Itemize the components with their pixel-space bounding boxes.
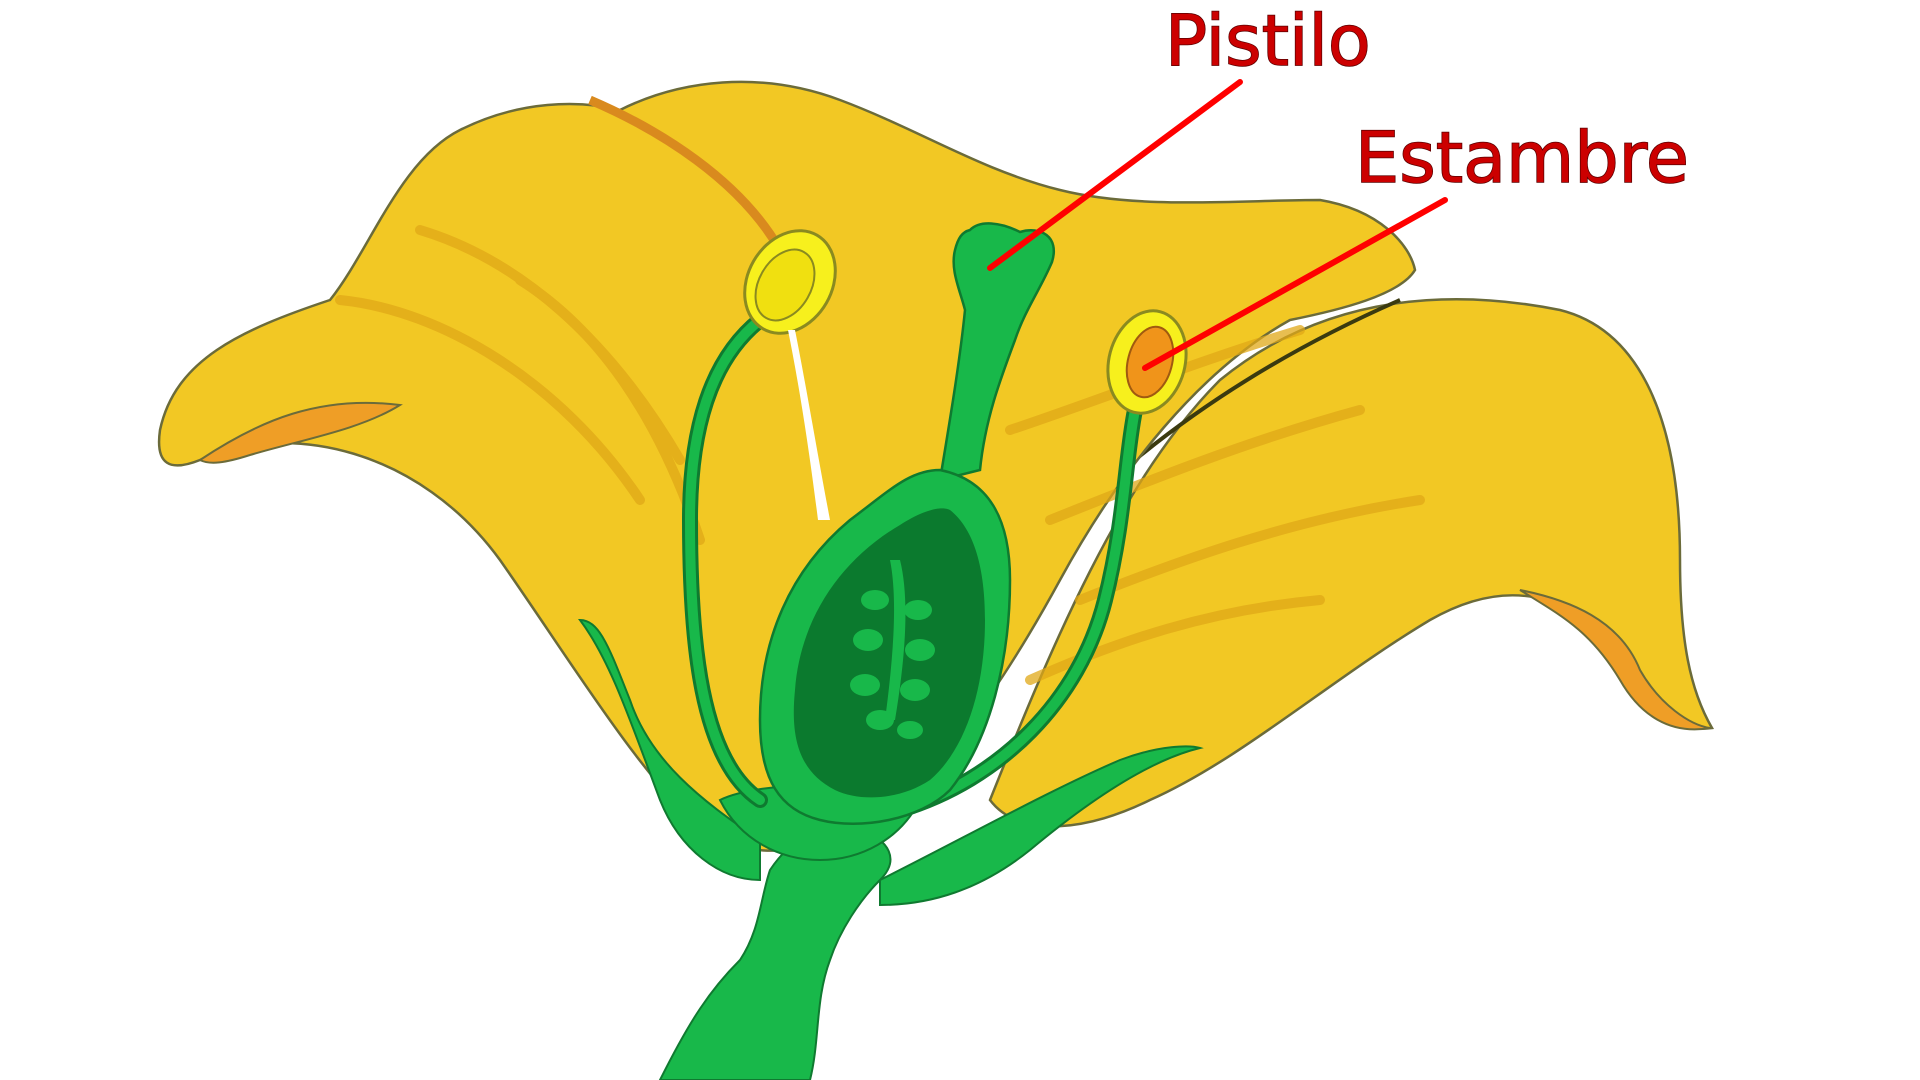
pistil-leader-line	[987, 79, 1243, 271]
petal-fold	[588, 95, 784, 253]
right-petal	[988, 298, 1715, 828]
stamen-label: Estambre	[1355, 117, 1689, 199]
left-petal-tip	[198, 401, 403, 464]
ovary-cavity	[793, 508, 985, 798]
pistil	[758, 222, 1055, 825]
pistil-label: Pistilo	[1165, 0, 1371, 82]
right-sepal	[879, 745, 1204, 907]
stamens	[681, 229, 1188, 818]
right-anther	[1106, 309, 1188, 415]
stem	[658, 826, 892, 1080]
left-anther	[743, 229, 837, 335]
right-petal-tip	[1519, 589, 1711, 731]
stamen-leader-line	[1142, 197, 1448, 371]
ovules	[850, 560, 935, 739]
left-sepal	[577, 618, 761, 882]
sepals-and-stem	[577, 618, 1204, 1080]
petal-gap	[788, 330, 830, 520]
petals	[157, 80, 1715, 852]
